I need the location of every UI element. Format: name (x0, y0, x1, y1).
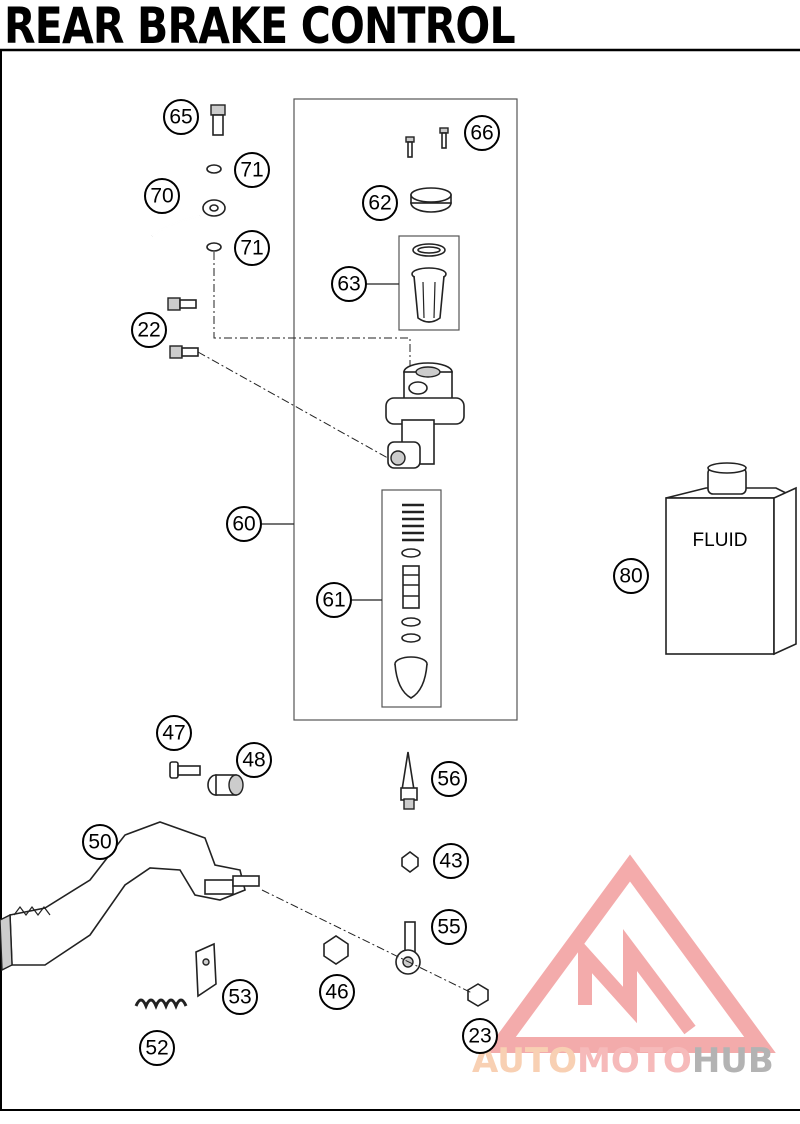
callout-56: 56 (431, 761, 467, 797)
pin-47 (169, 761, 201, 779)
svg-text:23: 23 (468, 1025, 491, 1048)
master-cylinder-group-box (293, 98, 518, 721)
screws-66 (405, 127, 449, 158)
svg-text:80: 80 (619, 565, 642, 588)
brake-hose-70 (151, 199, 226, 237)
reservoir-63 (411, 243, 447, 323)
bushing-48 (207, 774, 244, 796)
svg-text:66: 66 (470, 122, 493, 145)
brake-fluid-bottle-80 (665, 462, 797, 656)
fluid-bottle-label: FLUID (693, 530, 748, 551)
nut-23 (467, 983, 489, 1007)
svg-text:43: 43 (439, 850, 462, 873)
callout-23: 23 (462, 1018, 498, 1054)
callout-47: 47 (156, 715, 192, 751)
nut-46 (323, 935, 349, 965)
master-cylinder-body (385, 362, 465, 469)
watermark-logo: AUTOMOTOHUB (472, 854, 776, 1081)
nut-43 (401, 851, 419, 873)
callout-55: 55 (431, 909, 467, 945)
svg-text:71: 71 (240, 237, 263, 260)
callout-65: 65 (163, 99, 199, 135)
reservoir-kit-box (398, 235, 460, 331)
callout-63: 63 (331, 266, 367, 302)
svg-text:52: 52 (145, 1037, 168, 1060)
svg-text:63: 63 (337, 273, 360, 296)
callout-53: 53 (222, 979, 258, 1015)
assembly-line-bolt (197, 351, 396, 463)
brake-pedal-50 (0, 821, 260, 972)
reservoir-cap-62 (410, 187, 452, 213)
callout-66: 66 (464, 115, 500, 151)
svg-text:AUTOMOTOHUB: AUTOMOTOHUB (472, 1041, 774, 1081)
svg-text:53: 53 (228, 986, 251, 1009)
spring-plate-53 (195, 942, 217, 998)
svg-text:60: 60 (232, 513, 255, 536)
svg-text:22: 22 (137, 319, 160, 342)
svg-text:48: 48 (242, 749, 265, 772)
assembly-line-hose (213, 252, 411, 370)
callout-71-lower: 71 (234, 230, 270, 266)
repair-kit-box (381, 489, 442, 708)
svg-text:71: 71 (240, 159, 263, 182)
callout-71-upper: 71 (234, 152, 270, 188)
repair-kit-61 (394, 503, 428, 699)
assembly-line-pedal (261, 889, 473, 994)
svg-text:65: 65 (169, 106, 192, 129)
washer-71-upper (206, 164, 222, 174)
callout-62: 62 (362, 185, 398, 221)
callout-22: 22 (131, 312, 167, 348)
svg-text:56: 56 (437, 768, 460, 791)
svg-text:47: 47 (162, 722, 185, 745)
callout-61: 61 (316, 582, 352, 618)
callout-80: 80 (613, 558, 649, 594)
svg-text:55: 55 (437, 916, 460, 939)
return-spring-52 (134, 998, 188, 1010)
callout-60: 60 (226, 506, 262, 542)
callout-50: 50 (82, 824, 118, 860)
svg-text:62: 62 (368, 192, 391, 215)
svg-text:46: 46 (325, 981, 348, 1004)
callout-48: 48 (236, 742, 272, 778)
svg-text:70: 70 (150, 185, 173, 208)
svg-text:61: 61 (322, 589, 345, 612)
callout-70: 70 (144, 178, 180, 214)
bolts-22 (167, 297, 199, 359)
bolt-65 (210, 104, 226, 136)
callout-46: 46 (319, 974, 355, 1010)
callout-43: 43 (433, 843, 469, 879)
washer-71-lower (206, 242, 222, 252)
svg-text:50: 50 (88, 831, 111, 854)
pushrod-56 (400, 751, 418, 810)
watermark-moto: MOTO (577, 1041, 692, 1081)
watermark-hub: HUB (692, 1041, 774, 1081)
page-title: REAR BRAKE CONTROL (4, 0, 516, 55)
callout-52: 52 (139, 1030, 175, 1066)
